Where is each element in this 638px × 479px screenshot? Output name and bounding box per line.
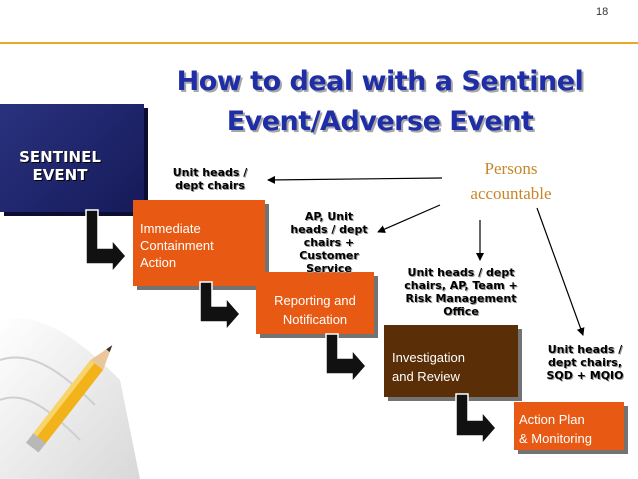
note-4-line2: dept chairs, (548, 356, 622, 369)
note-2-line1: AP, Unit (304, 210, 354, 223)
pointer-arrow-2 (377, 204, 441, 233)
stage-reporting-line2: Notification (282, 312, 348, 327)
note-2-line5: Service (306, 262, 352, 275)
note-3-line2: chairs, AP, Team + (404, 279, 518, 292)
persons-accountable-line2: accountable (470, 184, 552, 203)
stage-immediate-label: Immediate Containment Action (140, 220, 260, 271)
note-1-line1: Unit heads / (172, 166, 248, 179)
sentinel-event-line2: EVENT (32, 166, 88, 184)
note-4-line1: Unit heads / (547, 343, 623, 356)
note-ap-unit-heads: AP, Unit heads / dept chairs + Customer … (282, 210, 376, 275)
bent-down-right-arrow-icon (199, 281, 241, 332)
pointer-arrow-4 (536, 207, 585, 336)
stage-investigation-line1: Investigation (392, 350, 465, 365)
slide-title: How to deal with a Sentinel Event/Advers… (140, 62, 620, 142)
sentinel-event-block (0, 104, 144, 212)
persons-accountable-line1: Persons (484, 159, 538, 178)
slide-title-line2: Event/Adverse Event (226, 106, 534, 137)
note-2-line4: Customer (299, 249, 359, 262)
note-3-line1: Unit heads / dept (407, 266, 515, 279)
note-3-line3: Risk Management (405, 292, 517, 305)
bent-down-right-arrow-icon (455, 393, 497, 446)
slide-title-line1: How to deal with a Sentinel (176, 66, 584, 97)
note-risk-management: Unit heads / dept chairs, AP, Team + Ris… (394, 266, 528, 318)
stage-investigation-line2: and Review (392, 369, 460, 384)
stage-investigation-review (384, 325, 518, 397)
sentinel-event-label: SENTINEL EVENT (0, 148, 120, 184)
header-rule (0, 42, 638, 44)
note-2-line2: heads / dept (290, 223, 368, 236)
stage-investigation-label: Investigation and Review (392, 348, 512, 386)
stage-reporting-notification (256, 272, 374, 334)
stage-immediate-line2: Containment (140, 238, 214, 253)
sentinel-event-line1: SENTINEL (19, 148, 101, 166)
note-3-line4: Office (443, 305, 479, 318)
stage-immediate-line3: Action (140, 255, 177, 270)
note-sqd-mqio: Unit heads / dept chairs, SQD + MQIO (532, 343, 638, 382)
pencil-icon (0, 318, 140, 479)
stage-reporting-line1: Reporting and (274, 293, 356, 308)
persons-accountable-label: Persons accountable (446, 156, 576, 206)
stage-action-line1: Action Plan (519, 412, 585, 427)
pointer-arrow-1 (267, 175, 443, 184)
stage-action-plan (514, 402, 624, 450)
stage-immediate-line1: Immediate (140, 221, 201, 236)
stage-reporting-label: Reporting and Notification (256, 291, 374, 329)
note-2-line3: chairs + (303, 236, 355, 249)
stage-immediate-containment (133, 200, 265, 286)
stage-action-label: Action Plan & Monitoring (519, 410, 623, 448)
note-unit-heads: Unit heads / dept chairs (160, 166, 260, 192)
stage-action-line2: & Monitoring (519, 431, 592, 446)
note-4-line3: SQD + MQIO (546, 369, 624, 382)
bent-down-right-arrow-icon (325, 333, 367, 384)
bent-down-right-arrow-icon (85, 209, 127, 274)
slide-number: 18 (596, 6, 609, 18)
note-1-line2: dept chairs (175, 179, 245, 192)
